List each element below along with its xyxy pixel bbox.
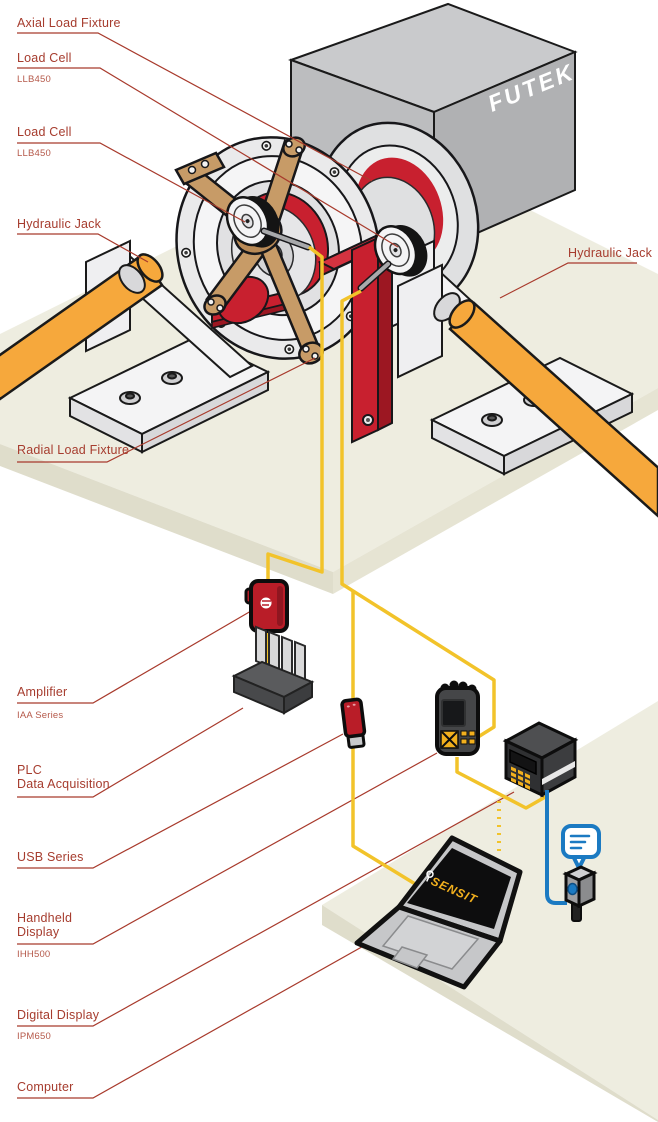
hydraulic-jack-left-cylinder — [0, 253, 164, 401]
laptop-device: SENSIT — [354, 835, 523, 990]
upper-platform-side-left — [0, 444, 333, 594]
handheld-screen — [441, 699, 466, 727]
label-amplifier-model: IAA Series — [17, 710, 64, 721]
right-mount-plate — [397, 263, 443, 379]
label-plc-line2: Data Acquisition — [17, 777, 110, 791]
plc-module — [255, 625, 267, 667]
laptop-trackpad — [391, 946, 429, 969]
label-hydraulic-jack-left: Hydraulic Jack — [17, 217, 102, 231]
label-amplifier: Amplifier — [17, 685, 68, 699]
laptop-screen — [407, 848, 511, 929]
dongle-side — [577, 870, 596, 909]
plc-device — [231, 625, 315, 715]
amplifier-shade — [277, 586, 283, 626]
usb-device — [340, 697, 367, 749]
label-load-cell-front: Load Cell — [17, 125, 72, 139]
left-mount-base-side — [141, 370, 269, 454]
leader-usb-series — [17, 733, 344, 869]
label-handheld-display-model: IHH500 — [17, 949, 51, 960]
leader-hydraulic-jack-right — [499, 262, 637, 299]
plc-base-side — [283, 680, 313, 715]
plc-module — [281, 635, 293, 677]
right-jack-cap — [448, 299, 476, 329]
axial-plate-leg — [351, 236, 379, 444]
laptop-keyboard — [381, 915, 480, 970]
usb-body — [340, 697, 367, 739]
bracket-bolts — [187, 140, 319, 360]
label-radial-load-fixture: Radial Load Fixture — [17, 443, 130, 457]
label-load-cell-front-model: LLB450 — [17, 148, 51, 159]
wire-handheld-to-digital-display — [455, 757, 548, 810]
label-computer: Computer — [17, 1080, 74, 1094]
wire-usb-to-computer — [351, 591, 426, 892]
left-jack-cap — [136, 253, 164, 283]
leader-load-cell-top — [17, 67, 399, 248]
label-digital-display: Digital Display — [17, 1008, 100, 1022]
label-axial-load-fixture: Axial Load Fixture — [17, 16, 121, 30]
ipm-stripe — [542, 761, 575, 785]
label-hydraulic-jack-right: Hydraulic Jack — [568, 246, 653, 260]
handheld-buttons — [460, 730, 476, 745]
digital-display-device — [502, 721, 579, 798]
ipm-screen — [509, 748, 537, 776]
load-cell-left-rod — [262, 229, 310, 249]
ipm-keypad — [511, 766, 530, 790]
load-cell-right-rod — [359, 262, 390, 290]
label-plc-line1: PLC — [17, 763, 42, 777]
label-handheld-display-line1: Handheld — [17, 911, 73, 925]
handheld-device — [435, 680, 480, 756]
label-digital-display-model: IPM650 — [17, 1031, 51, 1042]
hydraulic-jack-right-cylinder — [433, 292, 658, 518]
sensor-dongle-device — [562, 865, 598, 922]
dongle-port — [567, 882, 578, 896]
left-mount-bolts — [119, 371, 183, 405]
label-load-cell-top-model: LLB450 — [17, 74, 51, 85]
leader-digital-display — [17, 791, 515, 1027]
label-handheld-display-line2: Display — [17, 925, 60, 939]
amplifier-device — [244, 579, 289, 633]
plc-module — [268, 630, 280, 672]
label-usb-series: USB Series — [17, 850, 84, 864]
bracket-end-plate — [174, 151, 226, 186]
left-jack-collar — [118, 264, 146, 294]
leader-lines — [17, 32, 637, 1099]
leader-handheld-display — [17, 752, 438, 945]
leader-radial-load-fixture — [17, 357, 316, 463]
leader-amplifier — [17, 610, 252, 704]
futek-mark — [260, 597, 272, 609]
chat-bubble-icon — [561, 824, 601, 870]
leader-computer — [17, 920, 409, 1099]
label-load-cell-top: Load Cell — [17, 51, 72, 65]
leader-axial-load-fixture — [17, 32, 373, 182]
leader-plc — [17, 707, 244, 798]
leader-hydraulic-jack-left — [17, 233, 149, 263]
wire-blue-to-sensor — [545, 790, 567, 905]
wire-load-cell-to-handheld — [340, 289, 496, 739]
leader-load-cell-front — [17, 142, 246, 223]
load-cell-right — [373, 224, 428, 277]
plc-module — [294, 640, 306, 682]
